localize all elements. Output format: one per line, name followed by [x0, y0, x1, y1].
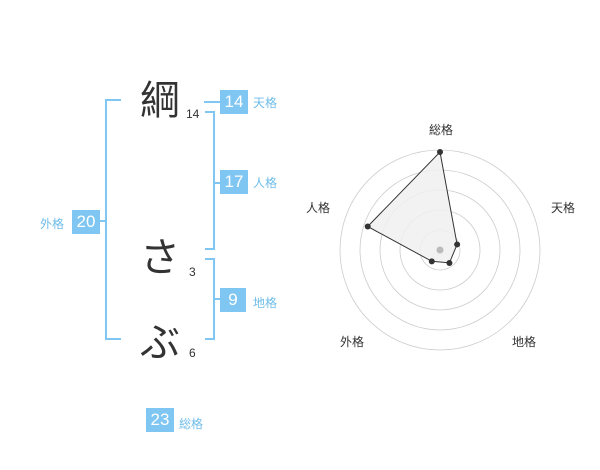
radar-points	[364, 149, 461, 266]
sou-value-box: 23	[146, 408, 174, 432]
jin-value-box: 17	[220, 170, 248, 194]
axis-label-gai: 外格	[340, 334, 364, 349]
axis-label-sou: 総格	[429, 122, 453, 137]
jin-bracket-vertical	[213, 111, 215, 250]
gai-label: 外格	[40, 217, 65, 231]
name-char-2-strokes: 3	[189, 265, 196, 279]
radar-data-area	[366, 150, 458, 264]
chi-bracket-bottom	[205, 338, 215, 340]
chi-value-box: 9	[220, 288, 246, 312]
axis-label-ten: 天格	[551, 200, 575, 215]
gai-bracket-vertical	[105, 99, 107, 340]
jin-label: 人格	[253, 176, 278, 190]
radar-point-2	[446, 259, 453, 266]
ten-label: 天格	[253, 96, 278, 110]
gai-bracket-tick	[98, 220, 106, 222]
radar-point-4	[364, 223, 371, 230]
radar-center-dot	[436, 246, 444, 254]
jin-bracket-top	[205, 111, 215, 113]
chi-bracket-top	[205, 258, 215, 260]
jin-bracket-bottom	[205, 248, 215, 250]
jin-bracket-tick	[213, 182, 221, 184]
radar-point-1	[454, 241, 461, 248]
radar-point-0	[437, 149, 443, 155]
gai-value-box: 20	[72, 210, 100, 234]
name-char-1: 綱	[140, 78, 180, 124]
name-char-2: さ	[140, 235, 180, 281]
radar-point-3	[428, 258, 435, 265]
chi-bracket-tick	[213, 298, 221, 300]
ten-connector	[204, 101, 220, 103]
axis-label-chi: 地格	[512, 334, 536, 349]
gai-bracket-bottom	[105, 338, 121, 340]
ten-value-box: 14	[220, 90, 248, 114]
chi-label: 地格	[253, 296, 278, 310]
name-char-3: ぶ	[140, 320, 180, 366]
sou-label: 総格	[179, 417, 204, 431]
name-char-1-strokes: 14	[186, 107, 200, 121]
gai-bracket-top	[105, 99, 121, 101]
name-char-3-strokes: 6	[189, 346, 196, 360]
axis-label-jin: 人格	[306, 200, 330, 215]
